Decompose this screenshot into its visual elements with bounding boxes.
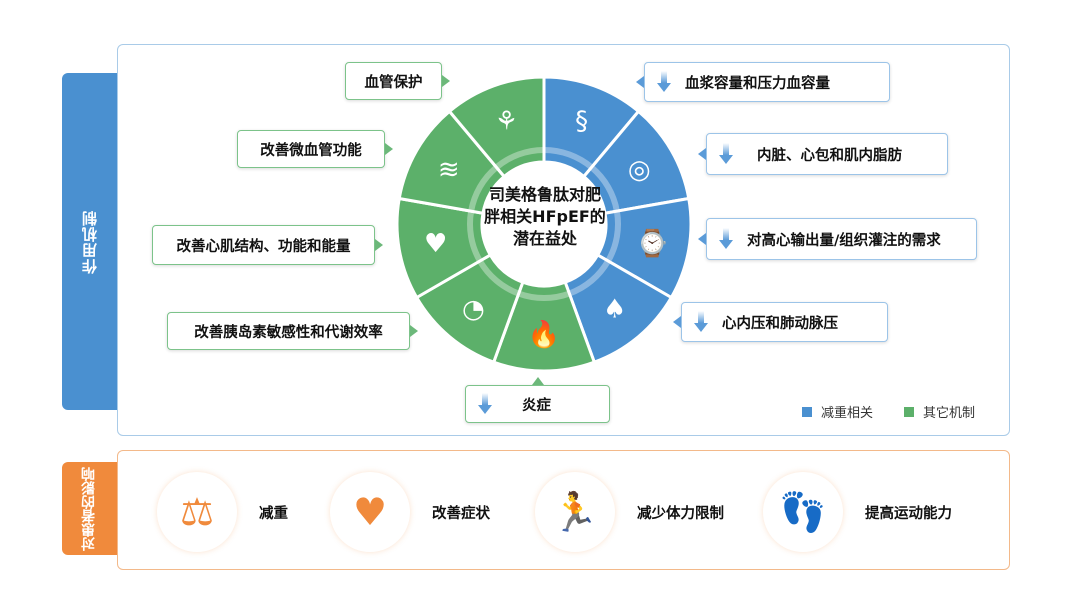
- label-text: 改善心肌结构、功能和能量: [176, 238, 351, 255]
- label-text: 对高心输出量/组织灌注的需求: [747, 232, 941, 249]
- wheel-segment: [447, 75, 546, 179]
- wheel-inner-ring: [494, 147, 545, 170]
- scale-icon: ⚖: [157, 472, 237, 552]
- legend-label: 其它机制: [923, 406, 976, 421]
- label-text: 改善胰岛素敏感性和代谢效率: [194, 324, 383, 341]
- pancreas-icon: ◔: [462, 294, 485, 324]
- label-text: 炎症: [522, 397, 551, 414]
- wheel-inner-ring: [543, 147, 594, 170]
- impact-tab-label: 对患者的影响: [81, 466, 97, 551]
- label-insulin: 改善胰岛素敏感性和代谢效率: [167, 312, 418, 350]
- center-title-line: 司美格鲁肽对肥: [488, 185, 601, 204]
- lungs-icon: ♠: [603, 294, 626, 324]
- down-arrow-icon: [657, 71, 671, 93]
- label-text: 内脏、心包和肌内脂肪: [757, 147, 902, 164]
- down-arrow-icon: [694, 311, 708, 333]
- heart-icon: ♥: [330, 472, 410, 552]
- center-title: 司美格鲁肽对肥 胖相关HFpEF的 潜在益处: [474, 184, 616, 250]
- legend-weight: 减重相关: [802, 402, 873, 421]
- impact-item: 👣 提高运动能力: [763, 472, 952, 552]
- wheel-inner-ring: [477, 259, 520, 297]
- label-text: 血浆容量和压力血容量: [685, 75, 830, 92]
- wheel-inner-ring: [589, 165, 620, 212]
- intestine-icon: §: [575, 107, 588, 137]
- down-arrow-icon: [719, 228, 733, 250]
- wheel-inner-ring: [468, 165, 499, 212]
- impact-item: ♥ 改善症状: [330, 472, 490, 552]
- heart-icon: ♥: [424, 229, 447, 259]
- center-title-line: 胖相关HFpEF的: [484, 207, 606, 226]
- label-microvascular: 改善微血管功能: [237, 130, 393, 168]
- mechanism-panel: [117, 44, 1010, 436]
- label-inflammation: 炎症: [465, 377, 610, 423]
- label-text: 心内压和肺动脉压: [722, 315, 838, 332]
- label-text: 血管保护: [364, 74, 423, 91]
- impact-label: 提高运动能力: [865, 505, 952, 522]
- impact-item: 🏃 减少体力限制: [535, 472, 724, 552]
- legend-swatch: [904, 406, 914, 417]
- impact-label: 减重: [259, 505, 288, 522]
- legend-swatch: [802, 406, 812, 417]
- fat-cell-icon: ◎: [628, 155, 651, 185]
- label-fat: 内脏、心包和肌内脂肪: [698, 133, 948, 175]
- impact-item: ⚖ 减重: [157, 472, 288, 552]
- wheel-inner-ring: [517, 290, 571, 301]
- wheel-inner-ring: [605, 210, 621, 263]
- label-text: 改善微血管功能: [260, 142, 362, 159]
- flame-icon: 🔥: [528, 319, 560, 350]
- watch-icon: ⌚: [636, 228, 668, 259]
- footsteps-icon: 👣: [763, 472, 843, 552]
- stretching-person-icon: 🏃: [535, 472, 615, 552]
- blood-vessel-icon: ⚘: [495, 107, 518, 137]
- vessel-wall-icon: ≋: [438, 155, 460, 185]
- impact-tab: 对患者的影响: [62, 462, 117, 555]
- impact-panel: [117, 450, 1010, 570]
- label-myocardial: 改善心肌结构、功能和能量: [152, 225, 383, 265]
- down-arrow-icon: [478, 393, 492, 415]
- legend-label: 减重相关: [821, 406, 874, 421]
- wheel-center: [486, 166, 602, 282]
- impact-label: 改善症状: [432, 505, 490, 522]
- center-title-line: 潜在益处: [512, 229, 577, 248]
- wheel-inner-ring: [467, 210, 483, 263]
- label-pressure: 心内压和肺动脉压: [673, 302, 888, 342]
- mechanism-tab: 作用机制: [62, 73, 117, 410]
- impact-label: 减少体力限制: [637, 505, 724, 522]
- label-plasma-volume: 血浆容量和压力血容量: [636, 62, 890, 102]
- legend-other: 其它机制: [904, 402, 975, 421]
- wheel-inner-ring: [568, 259, 611, 297]
- label-cardiac-output: 对高心输出量/组织灌注的需求: [698, 218, 977, 260]
- down-arrow-icon: [719, 143, 733, 165]
- label-vascular-protection: 血管保护: [345, 62, 450, 100]
